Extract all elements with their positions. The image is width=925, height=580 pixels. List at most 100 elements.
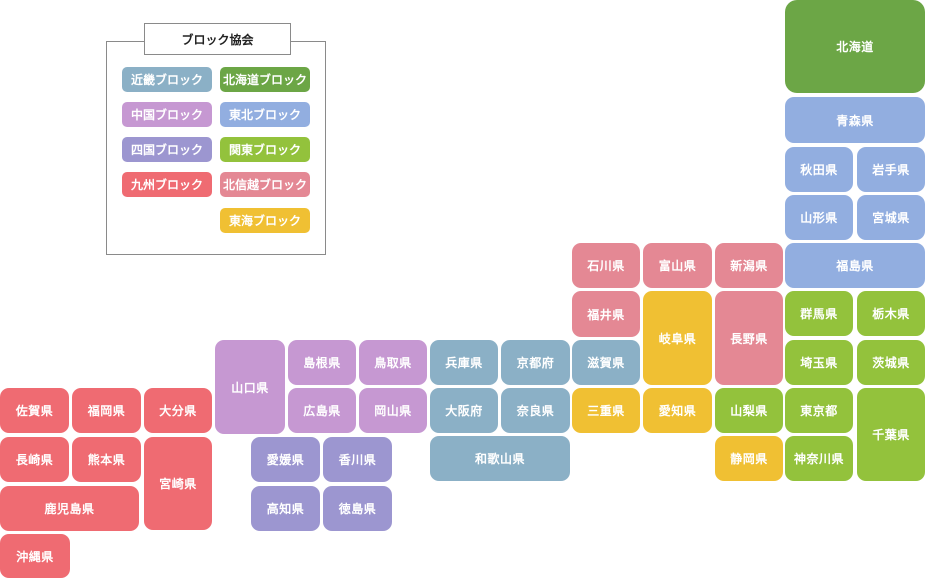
- pref-kanagawa[interactable]: 神奈川県: [785, 436, 853, 481]
- pref-hiroshima-label: 広島県: [303, 404, 341, 418]
- pref-saga[interactable]: 佐賀県: [0, 388, 69, 433]
- pref-kagawa[interactable]: 香川県: [323, 437, 392, 482]
- pref-iwate[interactable]: 岩手県: [857, 147, 925, 192]
- pref-shizuoka-label: 静岡県: [730, 452, 768, 466]
- pref-saitama-label: 埼玉県: [800, 356, 838, 370]
- legend-kanto[interactable]: 関東ブロック: [220, 137, 310, 162]
- pref-miyagi[interactable]: 宮城県: [857, 195, 925, 240]
- pref-ibaraki-label: 茨城県: [872, 356, 910, 370]
- pref-ibaraki[interactable]: 茨城県: [857, 340, 925, 385]
- pref-yamaguchi[interactable]: 山口県: [215, 340, 285, 434]
- pref-gifu-label: 岐阜県: [658, 331, 697, 346]
- pref-kagoshima[interactable]: 鹿児島県: [0, 486, 139, 531]
- pref-nagasaki-label: 長崎県: [15, 453, 54, 467]
- pref-gifu[interactable]: 岐阜県: [643, 291, 712, 385]
- pref-miyagi-label: 宮城県: [872, 211, 910, 225]
- pref-fukuoka[interactable]: 福岡県: [72, 388, 141, 433]
- pref-akita[interactable]: 秋田県: [785, 147, 853, 192]
- pref-kagoshima-label: 鹿児島県: [44, 502, 95, 516]
- pref-tokyo-label: 東京都: [800, 404, 838, 418]
- pref-aichi[interactable]: 愛知県: [643, 388, 712, 433]
- pref-shizuoka[interactable]: 静岡県: [715, 436, 783, 481]
- pref-saga-label: 佐賀県: [15, 404, 54, 418]
- pref-kagawa-label: 香川県: [338, 453, 377, 467]
- pref-nagano[interactable]: 長野県: [715, 291, 783, 385]
- pref-niigata[interactable]: 新潟県: [715, 243, 783, 288]
- pref-gunma[interactable]: 群馬県: [785, 291, 853, 336]
- pref-yamanashi[interactable]: 山梨県: [715, 388, 783, 433]
- legend-shikoku[interactable]: 四国ブロック: [122, 137, 212, 162]
- legend-hokushinetsu[interactable]: 北信越ブロック: [220, 172, 310, 197]
- pref-wakayama[interactable]: 和歌山県: [430, 436, 570, 481]
- pref-shiga[interactable]: 滋賀県: [572, 340, 640, 385]
- pref-shiga-label: 滋賀県: [587, 356, 625, 370]
- pref-mie-label: 三重県: [587, 404, 625, 418]
- pref-saitama[interactable]: 埼玉県: [785, 340, 853, 385]
- pref-hyogo[interactable]: 兵庫県: [430, 340, 498, 385]
- pref-tottori[interactable]: 鳥取県: [359, 340, 427, 385]
- pref-kumamoto-label: 熊本県: [87, 453, 126, 467]
- legend-hokkaido[interactable]: 北海道ブロック: [220, 67, 310, 92]
- pref-aichi-label: 愛知県: [658, 404, 697, 418]
- pref-fukushima-label: 福島県: [836, 259, 874, 273]
- pref-fukui-label: 福井県: [587, 307, 625, 322]
- pref-shimane-label: 島根県: [303, 356, 341, 370]
- pref-aomori[interactable]: 青森県: [785, 97, 925, 143]
- pref-gunma-label: 群馬県: [800, 307, 838, 321]
- pref-kochi[interactable]: 高知県: [251, 486, 320, 531]
- pref-nara-label: 奈良県: [516, 404, 555, 418]
- pref-mie[interactable]: 三重県: [572, 388, 640, 433]
- pref-okinawa[interactable]: 沖縄県: [0, 534, 70, 578]
- pref-ishikawa-label: 石川県: [587, 259, 625, 273]
- pref-osaka[interactable]: 大阪府: [430, 388, 498, 433]
- pref-chiba-label: 千葉県: [872, 428, 910, 442]
- legend-kyushu[interactable]: 九州ブロック: [122, 172, 212, 197]
- pref-yamaguchi-label: 山口県: [231, 380, 269, 395]
- legend-title: ブロック協会: [144, 23, 291, 55]
- pref-yamanashi-label: 山梨県: [730, 404, 768, 418]
- pref-fukushima[interactable]: 福島県: [785, 243, 925, 288]
- pref-tochigi[interactable]: 栃木県: [857, 291, 925, 336]
- pref-nara[interactable]: 奈良県: [501, 388, 570, 433]
- pref-oita-label: 大分県: [159, 404, 197, 418]
- pref-okayama[interactable]: 岡山県: [359, 388, 427, 433]
- pref-okinawa-label: 沖縄県: [16, 549, 54, 564]
- pref-iwate-label: 岩手県: [872, 163, 910, 177]
- pref-chiba[interactable]: 千葉県: [857, 388, 925, 481]
- pref-ishikawa[interactable]: 石川県: [572, 243, 640, 288]
- pref-ehime-label: 愛媛県: [266, 453, 305, 467]
- pref-osaka-label: 大阪府: [445, 404, 483, 418]
- pref-hokkaido[interactable]: 北海道: [785, 0, 925, 93]
- pref-toyama-label: 富山県: [658, 259, 697, 273]
- pref-wakayama-label: 和歌山県: [474, 452, 525, 466]
- pref-shimane[interactable]: 島根県: [288, 340, 356, 385]
- pref-kumamoto[interactable]: 熊本県: [72, 437, 141, 482]
- pref-kyoto-label: 京都府: [516, 356, 555, 370]
- pref-hokkaido-label: 北海道: [836, 40, 874, 54]
- pref-tokyo[interactable]: 東京都: [785, 388, 853, 433]
- pref-kanagawa-label: 神奈川県: [793, 452, 844, 466]
- pref-yamagata[interactable]: 山形県: [785, 195, 853, 240]
- pref-tottori-label: 鳥取県: [374, 356, 412, 370]
- pref-yamagata-label: 山形県: [800, 211, 838, 225]
- pref-nagasaki[interactable]: 長崎県: [0, 437, 69, 482]
- pref-fukuoka-label: 福岡県: [87, 404, 126, 418]
- legend-kinki[interactable]: 近畿ブロック: [122, 67, 212, 92]
- pref-miyazaki[interactable]: 宮崎県: [144, 437, 212, 530]
- pref-toyama[interactable]: 富山県: [643, 243, 712, 288]
- pref-tokushima-label: 徳島県: [338, 502, 377, 516]
- pref-niigata-label: 新潟県: [730, 259, 768, 273]
- legend-tokai[interactable]: 東海ブロック: [220, 208, 310, 233]
- pref-ehime[interactable]: 愛媛県: [251, 437, 320, 482]
- legend-chugoku[interactable]: 中国ブロック: [122, 102, 212, 127]
- legend-tohoku[interactable]: 東北ブロック: [220, 102, 310, 127]
- pref-okayama-label: 岡山県: [374, 404, 412, 418]
- pref-nagano-label: 長野県: [730, 331, 768, 346]
- pref-hyogo-label: 兵庫県: [445, 356, 483, 370]
- pref-kyoto[interactable]: 京都府: [501, 340, 570, 385]
- pref-oita[interactable]: 大分県: [144, 388, 212, 433]
- pref-hiroshima[interactable]: 広島県: [288, 388, 356, 433]
- pref-tokushima[interactable]: 徳島県: [323, 486, 392, 531]
- pref-fukui[interactable]: 福井県: [572, 291, 640, 337]
- pref-kochi-label: 高知県: [266, 502, 305, 516]
